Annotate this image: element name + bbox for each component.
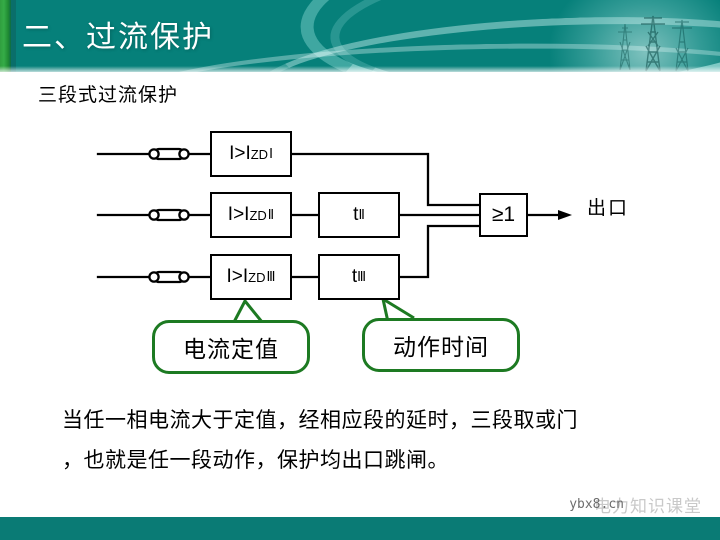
ct-symbol-group: [148, 147, 190, 284]
header-banner: 二、过流保护: [0, 0, 720, 72]
banner-left-dark-edge: [11, 0, 16, 72]
stage-3-timer-label: t: [351, 266, 358, 287]
stage-3-relay-label: I>I: [226, 266, 249, 287]
or-gate-block[interactable]: ≥1: [479, 193, 528, 237]
stage-2-timer-label: t: [353, 204, 359, 225]
callout-operate-time-label: 动作时间: [393, 334, 489, 360]
body-paragraph-line-2: ，也就是任一段动作，保护均出口跳闸。: [62, 449, 449, 472]
output-label: 出口: [587, 198, 630, 219]
page-title: 二、过流保护: [22, 21, 214, 54]
stage-1-relay-sub: ZD: [250, 146, 269, 162]
body-paragraph: 当任一相电流大于定值，经相应段的延时，三段取或门 ，也就是任一段动作，保护均出口…: [62, 401, 674, 481]
stage-1-relay-label: I>I: [229, 143, 251, 164]
stage-1-relay-sup: Ⅰ: [269, 146, 273, 161]
footer-brand-text: 电力知识课堂: [594, 497, 702, 516]
stage-3-relay-sup: Ⅲ: [266, 269, 276, 284]
banner-glow: [550, 0, 720, 72]
stage-2-relay-label: I>I: [227, 204, 250, 225]
callout-current-setting[interactable]: 电流定值: [152, 320, 310, 374]
current-transformer-icon: [148, 270, 190, 284]
or-gate-label: ≥1: [491, 203, 516, 226]
body-paragraph-line-1: 当任一相电流大于定值，经相应段的延时，三段取或门: [62, 409, 578, 432]
callout-operate-time[interactable]: 动作时间: [362, 318, 520, 372]
stage-2-relay-sup: Ⅱ: [267, 207, 275, 222]
callout-current-setting-label: 电流定值: [183, 336, 279, 362]
stage-2-timer-sub: Ⅱ: [358, 207, 365, 222]
stage-3-to-or-gate: [398, 224, 481, 279]
banner-left-green-stripe: [0, 0, 11, 72]
stage-3-relay-sub: ZD: [248, 269, 266, 285]
current-transformer-icon: [148, 208, 190, 222]
banner-bottom-fade: [0, 66, 720, 73]
stage-3-timer-sub: Ⅲ: [357, 269, 367, 284]
stage-2-relay-sub: ZD: [249, 207, 267, 223]
transmission-tower-icon: [618, 15, 692, 72]
site-watermark: ybx8.cn: [569, 497, 624, 512]
footer-bar: [0, 517, 720, 540]
current-transformer-icon: [148, 147, 190, 161]
or-gate-output-arrow: [528, 210, 572, 220]
section-subtitle: 三段式过流保护: [38, 85, 179, 106]
